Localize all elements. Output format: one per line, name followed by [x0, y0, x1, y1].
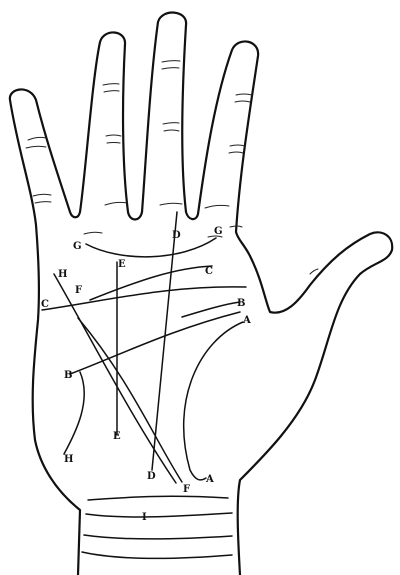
line-small-b [181, 301, 241, 318]
label-d-bottom: D [147, 471, 156, 482]
line-g-g [85, 237, 217, 258]
label-b-right: B [237, 298, 245, 309]
label-a-right: A [242, 315, 251, 326]
hand-outline [8, 11, 394, 575]
label-c-left: C [41, 299, 49, 310]
label-g-left: G [73, 241, 82, 252]
label-h-bottom: H [64, 454, 73, 465]
line-c-c-upper [89, 265, 213, 301]
line-c-c [41, 286, 247, 311]
line-b-b [69, 311, 241, 375]
label-f-left: F [75, 285, 82, 296]
diagram-labels: G G D E H F C C B A B E H D F A I [41, 226, 251, 523]
line-f-f [77, 317, 183, 483]
line-a-a [182, 321, 244, 481]
palm-lines [41, 211, 247, 484]
wrist-lines [81, 495, 233, 560]
finger-creases [25, 60, 319, 275]
line-d-d [151, 211, 178, 471]
label-g-right: G [214, 226, 223, 237]
label-h-top: H [58, 269, 67, 280]
label-i-wrist: I [142, 512, 147, 523]
label-e-bottom: E [113, 431, 121, 442]
line-h-h [53, 273, 177, 484]
label-f-bottom: F [183, 484, 190, 495]
label-c-right: C [205, 266, 213, 277]
label-e-top: E [118, 259, 126, 270]
line-h-bottom [63, 371, 85, 455]
label-b-left: B [64, 370, 72, 381]
label-d-top: D [172, 230, 181, 241]
label-a-bottom: A [205, 474, 214, 485]
